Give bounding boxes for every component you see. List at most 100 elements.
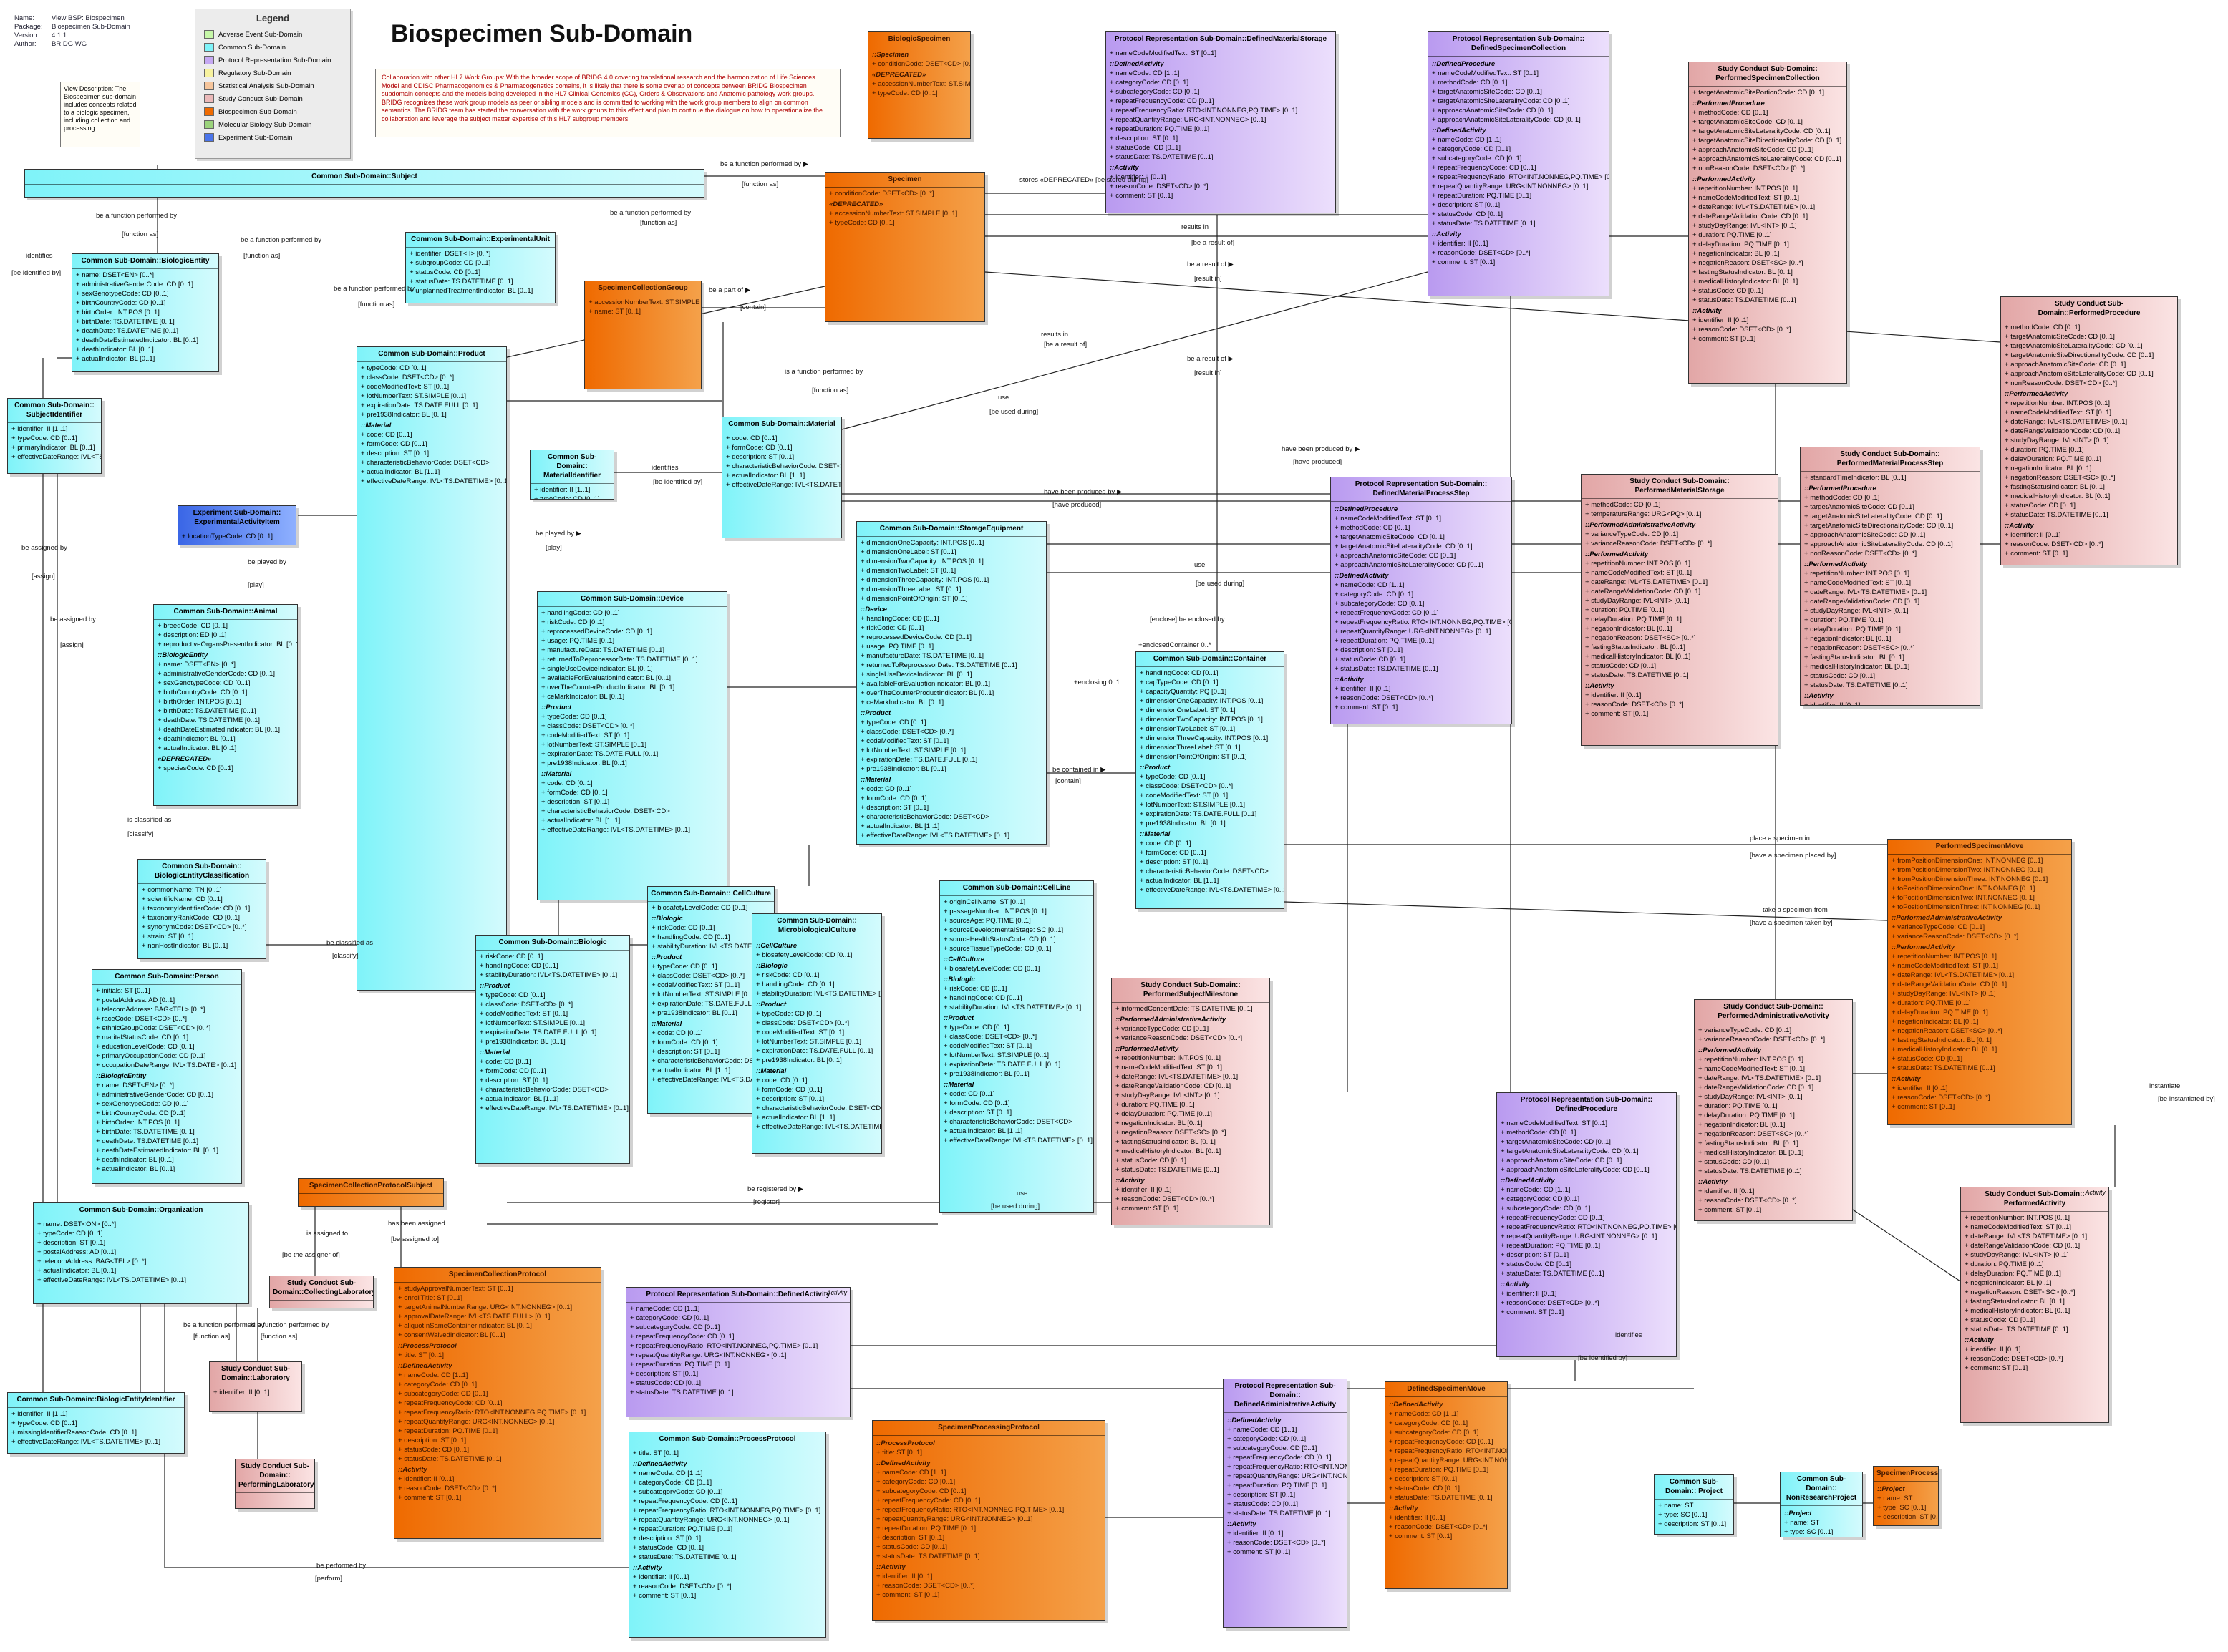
class-performinglaboratory[interactable]: Study Conduct Sub-Domain:: PerformingLab… — [235, 1459, 315, 1509]
legend-swatch — [204, 56, 214, 64]
class-biologic[interactable]: Common Sub-Domain::BiologicriskCode: CD … — [475, 935, 630, 1164]
attribute: description: ST [0..1] — [756, 1094, 878, 1104]
class-specimencollectionprotocol[interactable]: SpecimenCollectionProtocolstudyApprovalN… — [394, 1267, 601, 1539]
class-name: Common Sub-Domain::ExperimentalUnit — [406, 233, 555, 248]
class-storageequipment[interactable]: Common Sub-Domain::StorageEquipmentdimen… — [856, 521, 1047, 845]
association-label: [be a result of] — [1191, 239, 1235, 247]
attribute: comment: ST [0..1] — [1692, 334, 1843, 344]
class-specimencollectiongroup[interactable]: SpecimenCollectionGroupaccessionNumberTe… — [584, 281, 702, 389]
attribute: nonReasonCode: DSET<CD> [0..*] — [1804, 549, 1976, 558]
class-performedadministrativeactivity[interactable]: Study Conduct Sub-Domain:: PerformedAdmi… — [1694, 999, 1853, 1221]
attribute: duration: PQ.TIME [0..1] — [1585, 606, 1774, 615]
attribute: subcategoryCode: CD [0..1] — [630, 1323, 846, 1332]
attribute: stabilityDuration: IVL<TS.DATETIME> [0..… — [756, 989, 881, 999]
attribute: negationIndicator: BL [0..1] — [1804, 634, 1976, 643]
attribute: repeatQuantityRange: URG<INT.NONNEG> [0.… — [633, 1515, 822, 1525]
attribute-section: ::Activity — [1892, 1075, 1921, 1083]
class-definedmaterialstorage[interactable]: Protocol Representation Sub-Domain::Defi… — [1105, 31, 1336, 213]
attribute: dimensionThreeCapacity: INT.POS [0..1] — [1140, 734, 1280, 743]
attribute: repeatFrequencyCode: CD [0..1] — [1335, 608, 1508, 618]
class-specimenprocessingprotocol[interactable]: SpecimenProcessingProtocol::ProcessProto… — [872, 1420, 1105, 1621]
class-cellline[interactable]: Common Sub-Domain::CellLineoriginCellNam… — [939, 880, 1094, 1213]
attribute: studyDayRange: IVL<INT> [0..1] — [1965, 1250, 2105, 1260]
class-subject[interactable]: Common Sub-Domain::Subject — [24, 169, 704, 198]
class-subjectidentifier[interactable]: Common Sub-Domain:: SubjectIdentifieride… — [7, 398, 102, 474]
class-performedsubjectmilestone[interactable]: Study Conduct Sub-Domain:: PerformedSubj… — [1111, 978, 1270, 1225]
class-name: Common Sub-Domain::Organization — [34, 1203, 248, 1218]
attribute: nameCode: CD [1..1] — [1110, 69, 1332, 78]
class-product[interactable]: Common Sub-Domain::ProducttypeCode: CD [… — [357, 346, 507, 991]
attribute: description: ST [0..1] — [1335, 646, 1508, 655]
class-performedmaterialstorage[interactable]: Study Conduct Sub-Domain:: PerformedMate… — [1581, 474, 1778, 746]
attribute: dateRange: IVL<TS.DATETIME> [0..1] — [1585, 578, 1774, 587]
attribute: dateRange: IVL<TS.DATETIME> [0..1] — [1115, 1072, 1266, 1082]
class-definedspecimenmove[interactable]: DefinedSpecimenMove::DefinedActivityname… — [1385, 1381, 1508, 1589]
attribute: dateRangeValidationCode: CD [0..1] — [1804, 597, 1976, 606]
attribute-section: ::DefinedProcedure — [1432, 60, 1496, 68]
attribute: repetitionNumber: INT.POS [0..1] — [1965, 1213, 2105, 1223]
class-container[interactable]: Common Sub-Domain::ContainerhandlingCode… — [1135, 651, 1284, 909]
attribute: varianceTypeCode: CD [0..1] — [1115, 1024, 1266, 1034]
class-microbiologicalculture[interactable]: Common Sub-Domain:: MicrobiologicalCultu… — [752, 913, 882, 1154]
class-collectinglaboratory[interactable]: Study Conduct Sub-Domain::CollectingLabo… — [269, 1276, 374, 1308]
class-device[interactable]: Common Sub-Domain::DevicehandlingCode: C… — [537, 591, 727, 900]
class-definedspecimencollection[interactable]: Protocol Representation Sub-Domain:: Def… — [1428, 31, 1609, 296]
attribute: dimensionTwoCapacity: INT.POS [0..1] — [1140, 715, 1280, 724]
class-biologicspecimen[interactable]: BiologicSpecimen::SpecimenconditionCode:… — [868, 31, 971, 139]
attribute: handlingCode: CD [0..1] — [861, 614, 1042, 623]
attribute: nameCode: CD [1..1] — [630, 1304, 846, 1313]
attribute: delayDuration: PQ.TIME [0..1] — [2005, 455, 2174, 464]
attribute: characteristicBehaviorCode: DSET<CD> — [652, 1056, 774, 1066]
class-materialidentifier[interactable]: Common Sub-Domain:: MaterialIdentifierid… — [530, 450, 614, 500]
attribute-section: ::Biologic — [944, 976, 975, 983]
class-specimenprocessing[interactable]: SpecimenProcessing::Projectname: STtype:… — [1873, 1466, 1939, 1526]
class-experimentalactivityitem[interactable]: Experiment Sub-Domain:: ExperimentalActi… — [178, 505, 296, 545]
class-performedspecimenmove[interactable]: PerformedSpecimenMovefromPositionDimensi… — [1887, 839, 2072, 1125]
class-nonresearchproject[interactable]: Common Sub-Domain:: NonResearchProject::… — [1780, 1472, 1863, 1537]
attribute: comment: ST [0..1] — [1501, 1308, 1672, 1317]
class-name: Common Sub-Domain:: SubjectIdentifier — [8, 399, 101, 423]
attribute: reprocessedDeviceCode: CD [0..1] — [861, 633, 1042, 642]
class-definedprocedure[interactable]: Protocol Representation Sub-Domain:: Def… — [1496, 1092, 1677, 1357]
attribute: codeModifiedText: ST [0..1] — [652, 981, 770, 990]
attribute: deathIndicator: BL [0..1] — [158, 734, 294, 744]
attribute: codeModifiedText: ST [0..1] — [944, 1041, 1090, 1051]
attribute-section: ::Biologic — [652, 915, 683, 923]
attribute: nameCodeModifiedText: ST [0..1] — [1432, 69, 1605, 78]
class-biologicentityclassification[interactable]: Common Sub-Domain:: BiologicEntityClassi… — [137, 859, 266, 959]
class-performedmaterialprocessstep[interactable]: Study Conduct Sub-Domain:: PerformedMate… — [1800, 447, 1980, 706]
attribute-section: ::Activity — [633, 1564, 662, 1572]
class-definedadministrativeactivity[interactable]: Protocol Representation Sub-Domain:: Def… — [1223, 1379, 1347, 1628]
class-biologicentity[interactable]: Common Sub-Domain::BiologicEntityname: D… — [72, 253, 219, 372]
attribute: repeatFrequencyCode: CD [0..1] — [1389, 1437, 1503, 1447]
legend-label: Adverse Event Sub-Domain — [218, 30, 303, 39]
class-animal[interactable]: Common Sub-Domain::AnimalbreedCode: CD [… — [153, 604, 298, 806]
class-biologicentityidentifier[interactable]: Common Sub-Domain::BiologicEntityIdentif… — [7, 1392, 185, 1454]
attribute: description: ST [0..1] — [1877, 1512, 1938, 1522]
class-specimen[interactable]: SpecimenconditionCode: DSET<CD> [0..*]«D… — [825, 172, 985, 322]
attribute: riskCode: CD [0..1] — [652, 923, 770, 933]
class-project[interactable]: Common Sub-Domain:: Projectname: STtype:… — [1654, 1474, 1734, 1535]
class-specimencollectionprotocolsubject[interactable]: SpecimenCollectionProtocolSubject — [298, 1178, 444, 1207]
attribute: statusCode: CD [0..1] — [1335, 655, 1508, 664]
class-experimentalunit[interactable]: Common Sub-Domain::ExperimentalUnitident… — [405, 232, 556, 303]
attribute: birthDate: TS.DATETIME [0..1] — [158, 706, 294, 716]
attribute: speciesCode: CD [0..1] — [158, 764, 294, 773]
class-processprotocol[interactable]: Common Sub-Domain::ProcessProtocoltitle:… — [629, 1432, 826, 1638]
class-stereotype: Activity — [2085, 1189, 2106, 1196]
attribute: lotNumberText: ST.SIMPLE [0..1] — [480, 1019, 626, 1028]
class-definedmaterialprocessstep[interactable]: Protocol Representation Sub-Domain:: Def… — [1330, 477, 1512, 724]
class-person[interactable]: Common Sub-Domain::Personinitials: ST [0… — [92, 969, 242, 1184]
class-attributes: name: DSET<EN> [0..*]administrativeGende… — [72, 269, 218, 365]
class-organization[interactable]: Common Sub-Domain::Organizationname: DSE… — [33, 1202, 249, 1304]
attribute: nonReasonCode: DSET<CD> [0..*] — [1692, 164, 1843, 173]
class-laboratory[interactable]: Study Conduct Sub-Domain::Laboratoryiden… — [209, 1361, 302, 1412]
class-performedprocedure[interactable]: Study Conduct Sub-Domain::PerformedProce… — [2000, 296, 2178, 565]
class-material[interactable]: Common Sub-Domain::Materialcode: CD [0..… — [722, 417, 842, 538]
attribute: dateRange: IVL<TS.DATETIME> [0..1] — [1698, 1074, 1849, 1083]
class-performedspecimencollection[interactable]: Study Conduct Sub-Domain:: PerformedSpec… — [1688, 62, 1847, 384]
attribute: identifier: II [0..1] — [876, 1572, 1101, 1581]
